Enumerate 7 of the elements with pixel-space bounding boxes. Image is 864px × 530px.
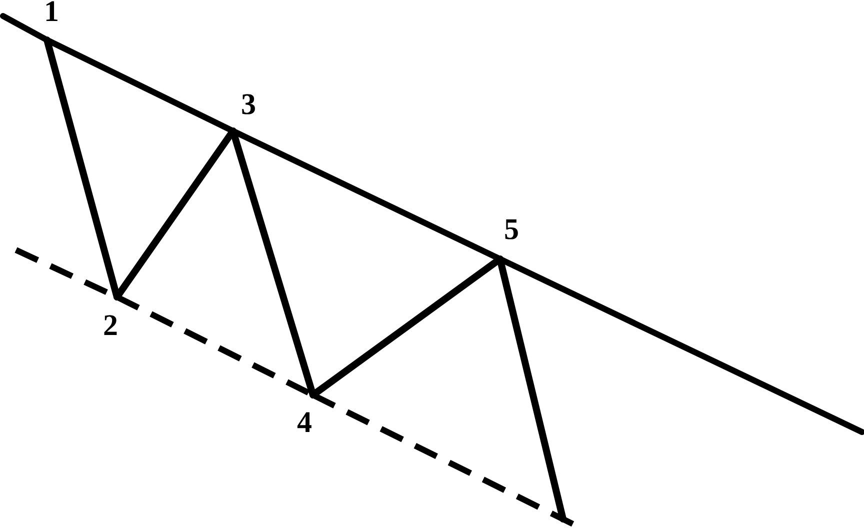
- point-number: 3: [241, 93, 256, 117]
- point-number: 1: [44, 0, 59, 24]
- trend-line: [0, 13, 50, 43]
- zigzag-line: [496, 256, 566, 522]
- point-number: 4: [297, 411, 312, 435]
- point-number: 5: [504, 218, 519, 242]
- point-number: 2: [103, 314, 118, 338]
